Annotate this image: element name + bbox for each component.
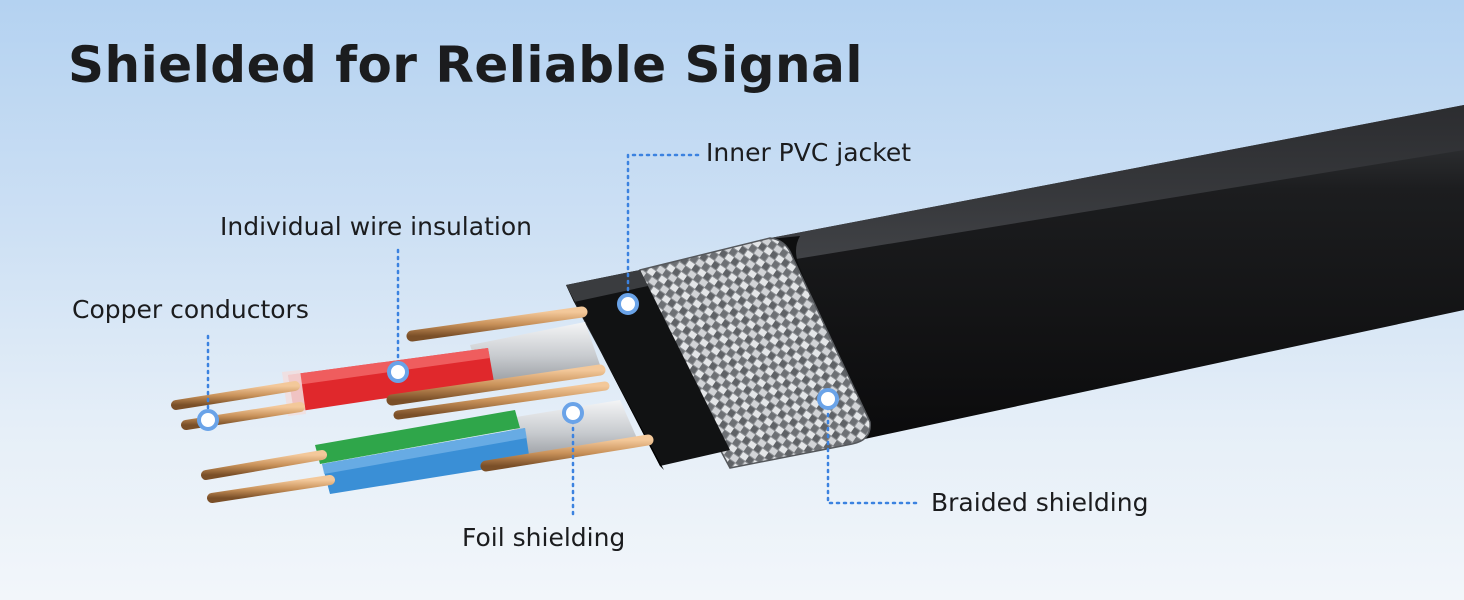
inner-pvc-band	[566, 270, 730, 470]
callout-line-inner-pvc	[626, 153, 700, 302]
callout-dot-copper	[197, 409, 219, 431]
label-inner-pvc-jacket: Inner PVC jacket	[706, 138, 912, 167]
callout-dot-wire-insulation	[387, 361, 409, 383]
label-individual-wire-insulation: Individual wire insulation	[220, 212, 532, 241]
callout-dot-foil	[562, 402, 584, 424]
label-foil-shielding: Foil shielding	[462, 523, 626, 552]
callout-dot-inner-pvc	[617, 293, 639, 315]
label-braided-shielding: Braided shielding	[931, 488, 1149, 517]
label-copper-conductors: Copper conductors	[72, 295, 309, 324]
braided-shielding-layer	[639, 237, 871, 469]
page-title: Shielded for Reliable Signal	[68, 36, 863, 94]
callout-line-braid	[826, 398, 920, 505]
callout-dot-braid	[817, 388, 839, 410]
